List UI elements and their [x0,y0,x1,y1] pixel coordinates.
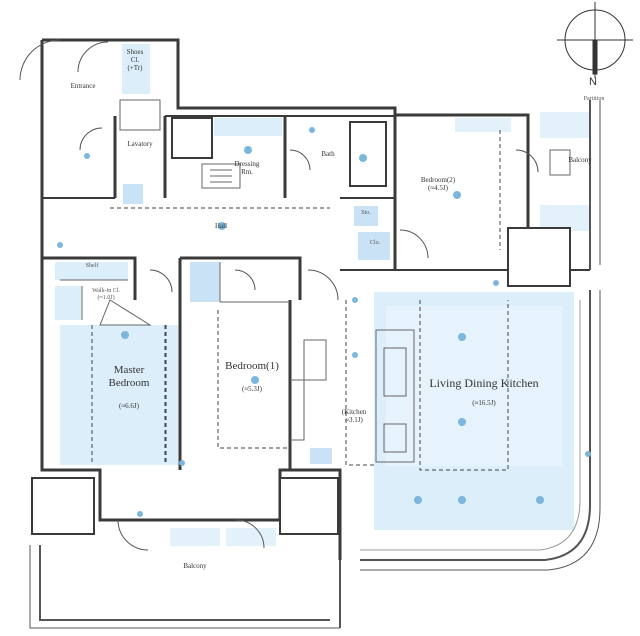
partition-label: Partition [583,96,605,102]
walkin-closet-label: Walk-in Cl. (≈1.0J) [92,288,120,301]
bedroom1-label: Bedroom(1) (≈5.3J) [225,360,279,393]
bath-label: Bath [321,150,335,158]
dressing-room-label: Dressing Rm. [234,160,260,176]
lavatory-label: Lavatory [127,140,153,148]
kitchen-label: (Kitchen ≈3.1J) [341,408,367,424]
entrance-label: Entrance [70,82,96,90]
bedroom2-label: Bedroom(2) (≈4.5J) [420,176,456,192]
shoes-closet-label: Shoes Cl. (+Tr) [126,48,144,72]
balcony-right-label: Balcony [568,156,592,164]
closet-label: Clo. [369,240,381,246]
master-bedroom-label: Master Bedroom (≈6.6J) [108,364,150,410]
shelf-label: Shelf [85,263,99,269]
balcony-bottom-label: Balcony [183,562,207,570]
storage-label: Sto. [361,210,371,216]
north-label: N [589,76,597,88]
hall-label: Hall [214,222,228,230]
ldk-label: Living Dining Kitchen (≈16.5J) [429,376,539,407]
